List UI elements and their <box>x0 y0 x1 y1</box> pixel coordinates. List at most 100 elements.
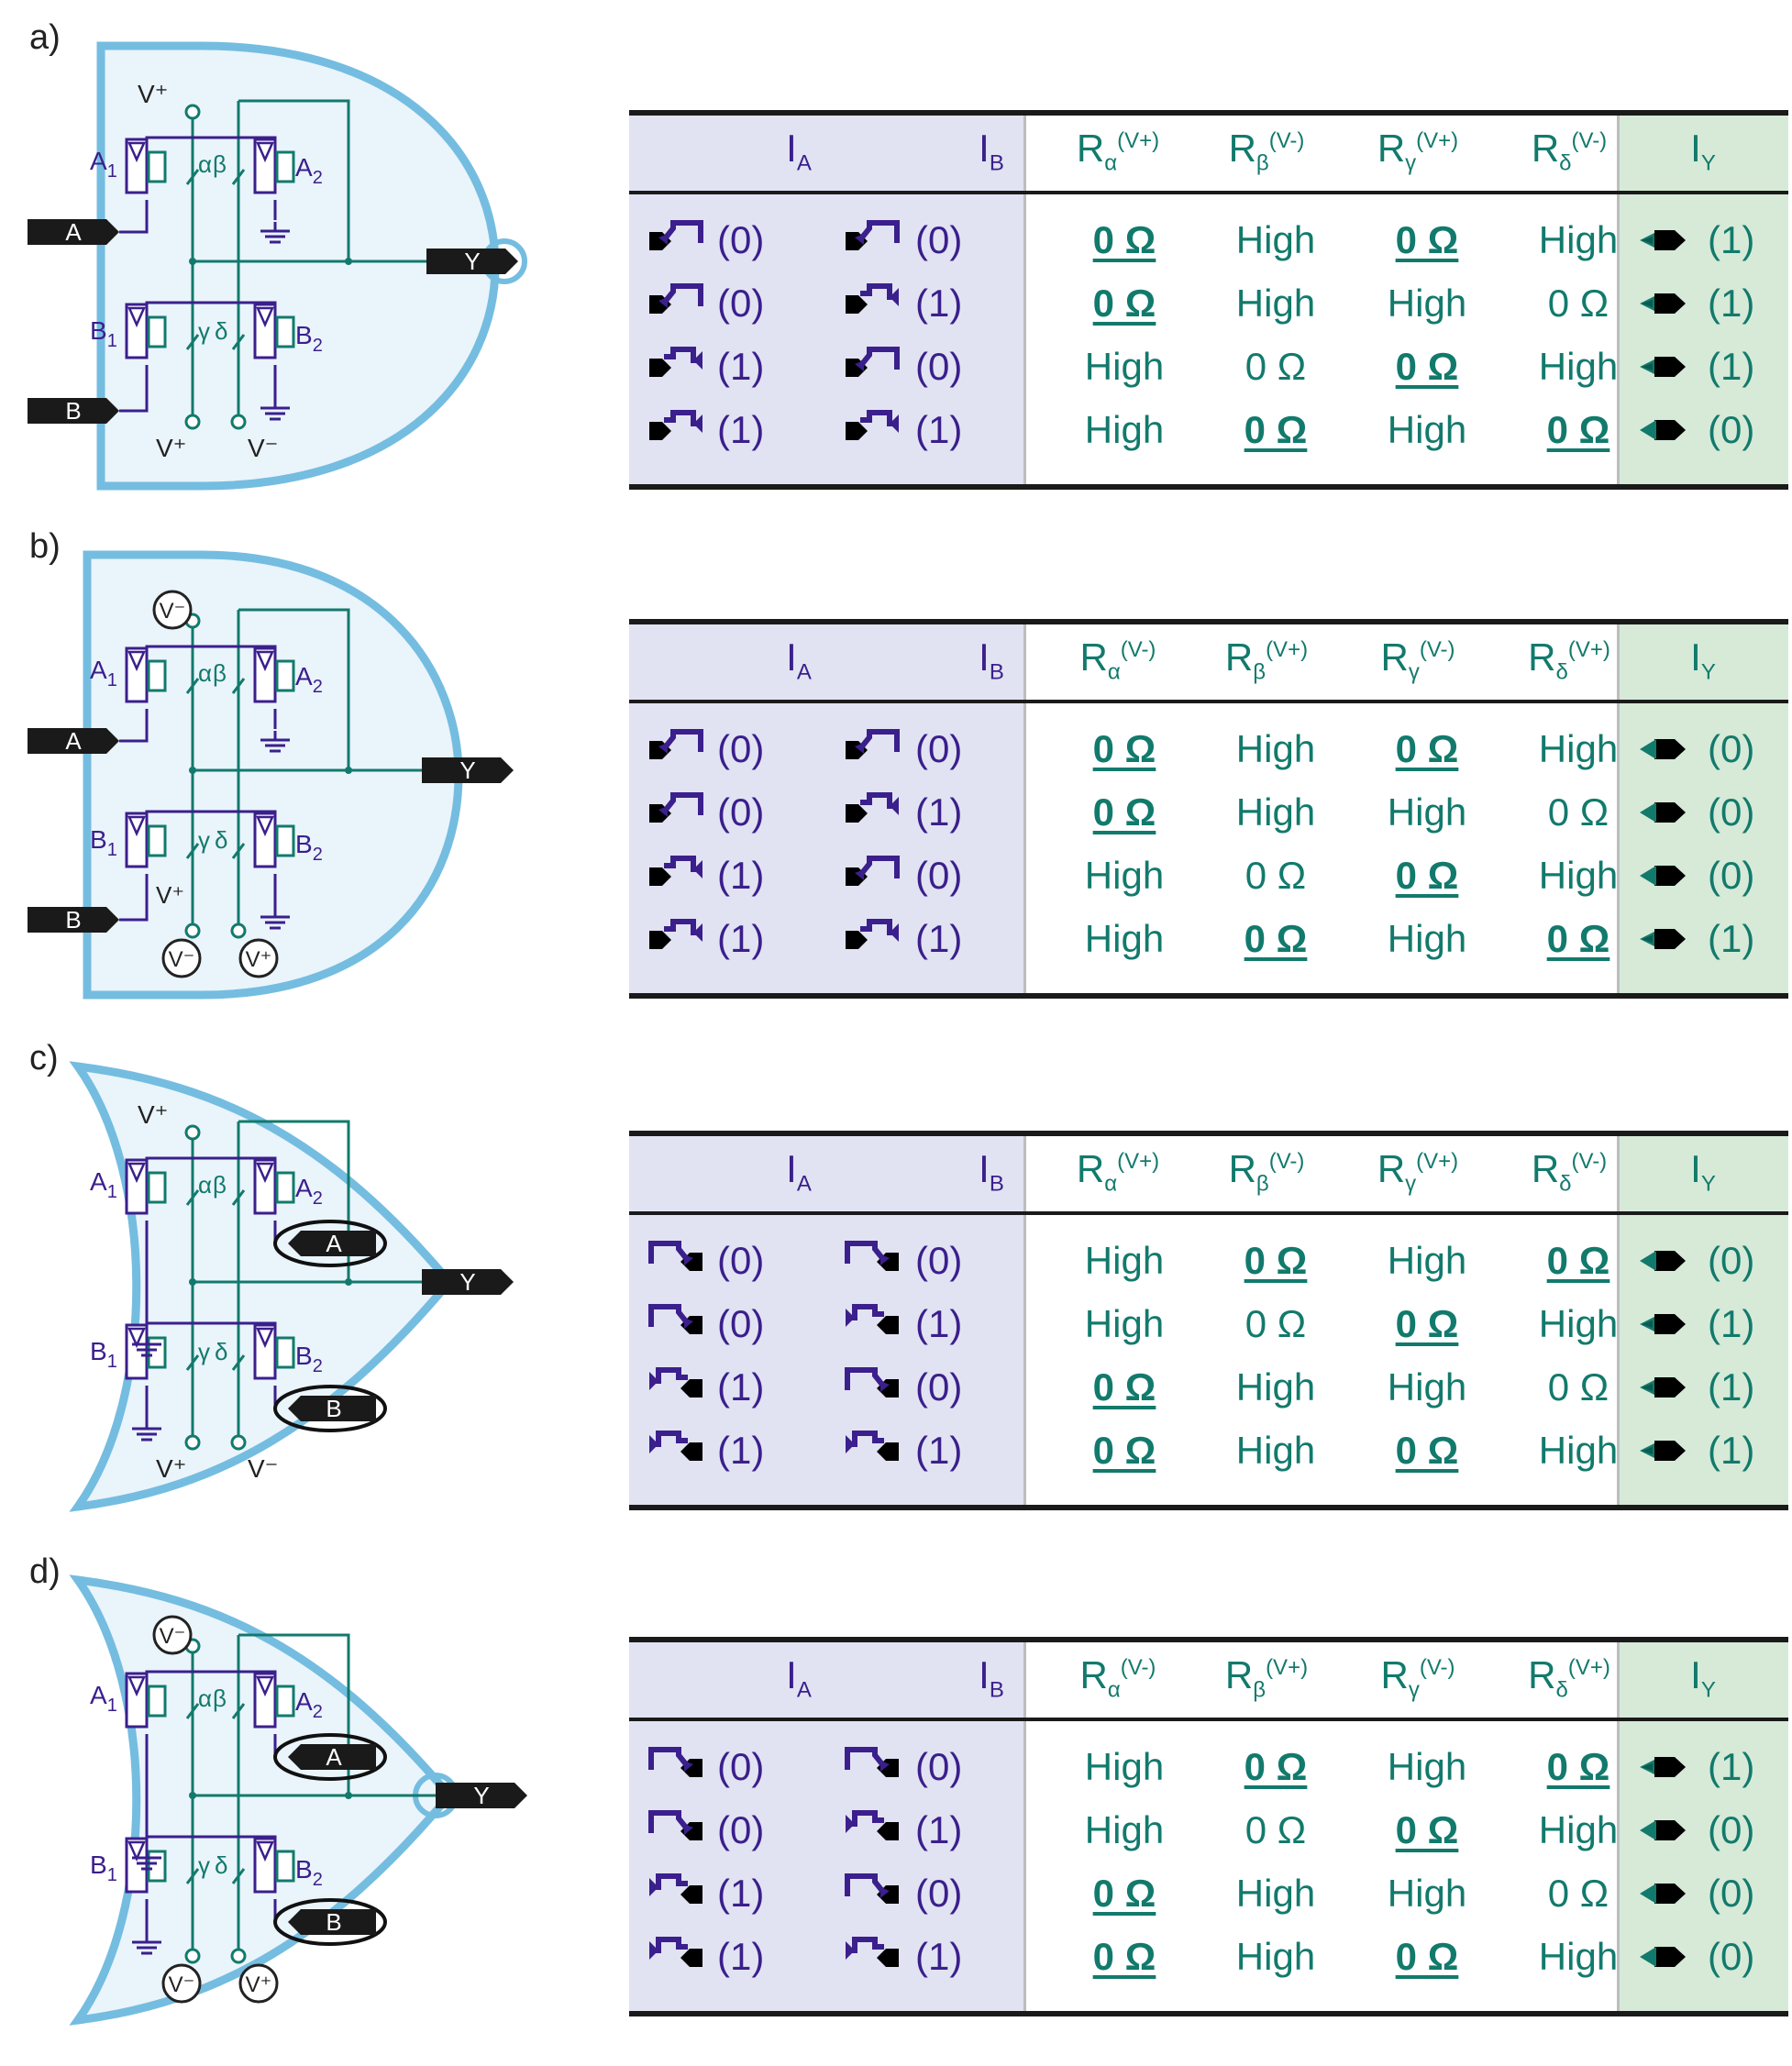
output-y-pin: Y <box>422 757 514 784</box>
pulse-signal-icon <box>649 1367 702 1398</box>
svg-text:B1: B1 <box>90 1851 117 1885</box>
svg-text:V⁻: V⁻ <box>169 947 195 972</box>
supply-top-label: V⁺ <box>138 80 168 108</box>
switch-gamma <box>185 843 200 859</box>
panel-label: c) <box>29 1039 59 1077</box>
resistance-cell: 0 Ω <box>1547 282 1609 325</box>
arrow-signal-icon <box>1640 1251 1686 1271</box>
ground-icon <box>260 222 290 244</box>
switch-beta <box>231 678 246 694</box>
supply-bottom-left-label: V⁻ <box>161 1963 202 2004</box>
input-b-level: (1) <box>915 408 963 451</box>
svg-text:A: A <box>65 218 82 246</box>
svg-text:B: B <box>65 397 81 425</box>
svg-text:A: A <box>326 1230 342 1257</box>
switch-gamma <box>185 1354 200 1371</box>
input-a-level: (1) <box>717 345 765 388</box>
arrow-signal-icon <box>1640 1820 1686 1840</box>
resistance-cell: High <box>1235 282 1316 325</box>
pulse-signal-icon <box>648 1747 702 1777</box>
resistance-cell: High <box>1084 1239 1165 1282</box>
resistance-cell: High <box>1235 790 1316 834</box>
pulse-signal-icon <box>648 1241 702 1271</box>
arrow-signal-icon <box>1640 1314 1686 1334</box>
resistance-cell: 0 Ω <box>1244 1302 1307 1345</box>
svg-text:V⁻: V⁻ <box>160 1624 186 1649</box>
input-b-level: (0) <box>915 854 963 897</box>
header-r-delta: Rδ(V-) <box>1531 127 1608 176</box>
header-r-alpha: Rα(V+) <box>1076 127 1160 176</box>
svg-text:A2: A2 <box>295 1174 323 1209</box>
output-y-level: (0) <box>1708 1935 1755 1978</box>
label-gamma: γ <box>198 317 210 345</box>
svg-text:B2: B2 <box>295 830 323 865</box>
resistance-cell: 0 Ω <box>1244 345 1307 388</box>
header-r-gamma: Rγ(V+) <box>1377 1147 1459 1197</box>
label-a1: A1 <box>90 1681 117 1716</box>
switch-alpha <box>185 169 200 185</box>
output-y-level: (1) <box>1708 917 1755 960</box>
input-a-level: (0) <box>717 218 765 261</box>
resistance-cell: High <box>1387 1239 1467 1282</box>
sensor-a1 <box>125 1672 167 1729</box>
label-beta: β <box>213 659 227 687</box>
header-r-gamma: Rγ(V-) <box>1380 1653 1455 1703</box>
pulse-signal-icon <box>845 1367 899 1398</box>
arrow-signal-icon <box>1640 1884 1686 1904</box>
header-r-alpha: Rα(V-) <box>1079 1653 1156 1703</box>
svg-text:Y: Y <box>459 1268 475 1296</box>
label-b2: B2 <box>295 1855 323 1890</box>
resistance-cell: 0 Ω <box>1092 1872 1156 1915</box>
resistance-cell: 0 Ω <box>1395 345 1459 388</box>
resistance-cell: 0 Ω <box>1547 1872 1609 1915</box>
resistance-cell: High <box>1235 1365 1316 1409</box>
ground-icon <box>132 1933 161 1955</box>
label-b2: B2 <box>295 830 323 865</box>
input-a-level: (0) <box>717 790 765 834</box>
svg-text:V⁺: V⁺ <box>246 947 272 972</box>
header-r-gamma: Rγ(V+) <box>1377 127 1459 176</box>
pulse-signal-icon <box>648 1304 702 1334</box>
label-gamma: γ <box>198 826 210 854</box>
resistance-cell: 0 Ω <box>1244 1239 1308 1282</box>
resistance-cell: High <box>1084 408 1165 451</box>
supply-bottom-left-label: V⁻ <box>161 938 202 978</box>
resistance-cell: High <box>1538 1935 1619 1978</box>
resistance-cell: High <box>1538 727 1619 770</box>
sensor-b2 <box>253 303 295 359</box>
input-b-level: (1) <box>915 1808 963 1851</box>
ground-icon <box>132 1335 161 1357</box>
svg-text:B1: B1 <box>90 825 117 860</box>
terminal-node <box>184 923 201 939</box>
supply-bottom-right-label: V⁻ <box>248 1454 278 1483</box>
svg-text:A2: A2 <box>295 153 323 188</box>
input-a-level: (1) <box>717 1429 765 1472</box>
label-beta: β <box>213 1171 227 1199</box>
resistance-cell: High <box>1387 1745 1467 1788</box>
sensor-a1 <box>125 138 167 194</box>
sensor-a2 <box>253 138 295 194</box>
input-a-level: (0) <box>717 1745 765 1788</box>
resistance-cell: 0 Ω <box>1395 218 1459 261</box>
pulse-signal-icon <box>846 729 900 759</box>
input-b-level: (0) <box>915 345 963 388</box>
header-r-alpha: Rα(V-) <box>1079 635 1156 685</box>
switch-alpha <box>185 1189 200 1206</box>
output-y-level: (1) <box>1708 1429 1755 1472</box>
resistance-cell: High <box>1235 1935 1316 1978</box>
label-a1: A1 <box>90 1167 117 1202</box>
svg-text:A2: A2 <box>295 662 323 697</box>
panel-label: a) <box>29 18 61 57</box>
pulse-signal-icon <box>846 1937 899 1967</box>
terminal-node <box>184 1124 201 1141</box>
arrow-signal-icon <box>1640 230 1686 250</box>
input-b-level: (1) <box>915 917 963 960</box>
label-gamma: γ <box>198 1338 210 1365</box>
output-y-level: (1) <box>1708 282 1755 325</box>
pulse-signal-icon <box>846 220 900 250</box>
pulse-signal-icon <box>845 1241 899 1271</box>
header-ia: IA <box>786 127 812 176</box>
resistance-cell: 0 Ω <box>1395 1935 1459 1978</box>
resistance-cell: High <box>1387 917 1467 960</box>
